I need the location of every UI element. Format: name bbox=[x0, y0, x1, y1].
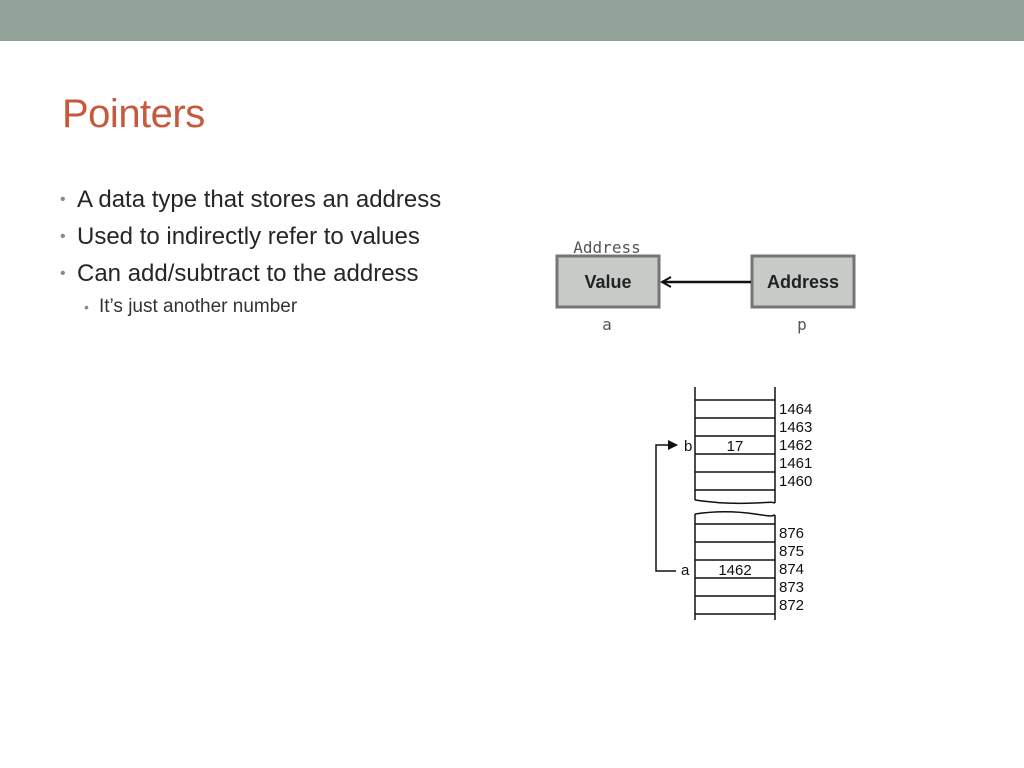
bullet-text: Used to indirectly refer to values bbox=[77, 223, 420, 250]
memory-address-label: 1462 bbox=[779, 437, 812, 454]
memory-address-label: 874 bbox=[779, 561, 804, 578]
memory-address-label: 1461 bbox=[779, 455, 812, 472]
memory-address-label: 873 bbox=[779, 579, 804, 596]
bullet-item: • A data type that stores an address bbox=[58, 184, 441, 221]
memory-address-label: 1460 bbox=[779, 473, 812, 490]
value-var-label: a bbox=[602, 315, 612, 334]
address-box bbox=[750, 254, 856, 309]
memory-address-label: 1463 bbox=[779, 419, 812, 436]
memory-cell-b-value: 17 bbox=[727, 438, 744, 455]
bullet-dot-icon: • bbox=[60, 228, 66, 245]
memory-address-label: 872 bbox=[779, 597, 804, 614]
pointer-var-label: p bbox=[797, 315, 807, 334]
address-box-label: Address bbox=[767, 272, 839, 292]
value-box bbox=[555, 254, 661, 309]
pointer-caption: Address bbox=[573, 238, 640, 257]
memory-var-b-label: b bbox=[684, 438, 692, 455]
sub-bullet-item: • It’s just another number bbox=[82, 295, 441, 319]
bullet-text: A data type that stores an address bbox=[77, 186, 442, 213]
memory-var-a-label: a bbox=[681, 562, 690, 579]
pointer-diagram: Address Value Address a p bbox=[555, 238, 856, 334]
bullet-list: • A data type that stores an address • U… bbox=[58, 184, 441, 319]
memory-address-label: 875 bbox=[779, 543, 804, 560]
memory-diagram bbox=[655, 387, 776, 620]
memory-labels: 1464 1463 1462 1461 1460 876 875 874 873… bbox=[681, 401, 812, 614]
bullet-item: • Can add/subtract to the address bbox=[58, 258, 441, 295]
memory-address-label: 876 bbox=[779, 525, 804, 542]
memory-break-upper bbox=[694, 499, 776, 505]
memory-break-lower bbox=[694, 511, 776, 517]
bullet-dot-icon: • bbox=[60, 191, 66, 208]
value-box-label: Value bbox=[584, 272, 631, 292]
memory-address-label: 1464 bbox=[779, 401, 812, 418]
top-bar bbox=[0, 0, 1024, 41]
sub-bullet-text: It’s just another number bbox=[99, 296, 298, 317]
bullet-text: Can add/subtract to the address bbox=[77, 260, 419, 287]
bullet-dot-icon: • bbox=[60, 265, 66, 282]
memory-link-arrow bbox=[655, 440, 678, 572]
slide-title: Pointers bbox=[62, 92, 205, 136]
memory-cell-a-value: 1462 bbox=[718, 562, 751, 579]
bullet-item: • Used to indirectly refer to values bbox=[58, 221, 441, 258]
sub-bullet-dot-icon: • bbox=[84, 299, 89, 315]
